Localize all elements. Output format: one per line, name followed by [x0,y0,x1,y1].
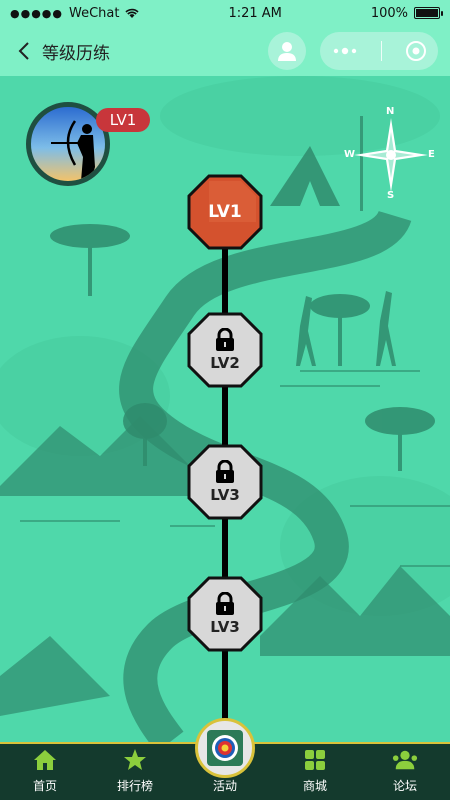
level-node-label: LV3 [210,618,240,636]
battery-icon [414,7,443,19]
compass: N S W E [344,106,436,201]
tab-label: 首页 [32,779,57,793]
page-title: 等级历练 [42,43,110,64]
chevron-left-icon [18,42,29,60]
battery-percent: 100% [370,5,408,21]
grid-icon [305,750,325,770]
tab-home[interactable]: 首页 [0,744,90,800]
user-icon [278,42,296,61]
level-node-3[interactable]: LV3 [185,442,265,522]
compass-icon [354,118,428,192]
back-button[interactable] [12,36,36,66]
status-bar: ●●●●● WeChat 1:21 AM 100% [0,0,450,26]
level-node-4[interactable]: LV3 [185,574,265,654]
lock-icon [216,328,234,351]
clock: 1:21 AM [228,5,282,21]
home-icon [34,750,56,770]
user-button[interactable] [268,32,306,70]
carrier-label: WeChat [69,5,120,21]
tab-forum[interactable]: 论坛 [360,744,450,800]
star-icon [124,749,146,770]
miniprogram-capsule [320,32,438,70]
people-icon [392,750,418,770]
tab-label: 活动 [212,779,237,793]
nav-bar: 等级历练 [0,26,450,76]
tab-label: 商城 [302,779,327,793]
compass-w: W [344,149,356,160]
level-node-label: LV3 [210,486,240,504]
lock-icon [216,592,234,615]
lock-icon [216,460,234,483]
target-icon [207,730,243,766]
tab-ranking[interactable]: 排行榜 [90,744,180,800]
more-icon[interactable] [332,46,358,56]
archer-icon [51,120,95,181]
level-node-2[interactable]: LV2 [185,310,265,390]
compass-s: S [387,190,395,201]
close-miniprogram-icon[interactable] [405,40,427,62]
tab-activity[interactable]: 活动 [180,744,270,800]
compass-e: E [428,149,435,160]
tab-label: 排行榜 [116,779,153,793]
tab-label: 论坛 [392,779,417,793]
tab-shop[interactable]: 商城 [270,744,360,800]
level-badge: LV1 [96,108,150,132]
activity-center-button[interactable] [195,718,255,778]
signal-icon: ●●●●● [10,6,63,20]
wifi-icon [125,8,140,18]
compass-n: N [386,106,395,117]
level-node-label: LV1 [208,202,242,222]
level-node-label: LV2 [210,354,240,372]
level-node-1[interactable]: LV1 [185,172,265,252]
